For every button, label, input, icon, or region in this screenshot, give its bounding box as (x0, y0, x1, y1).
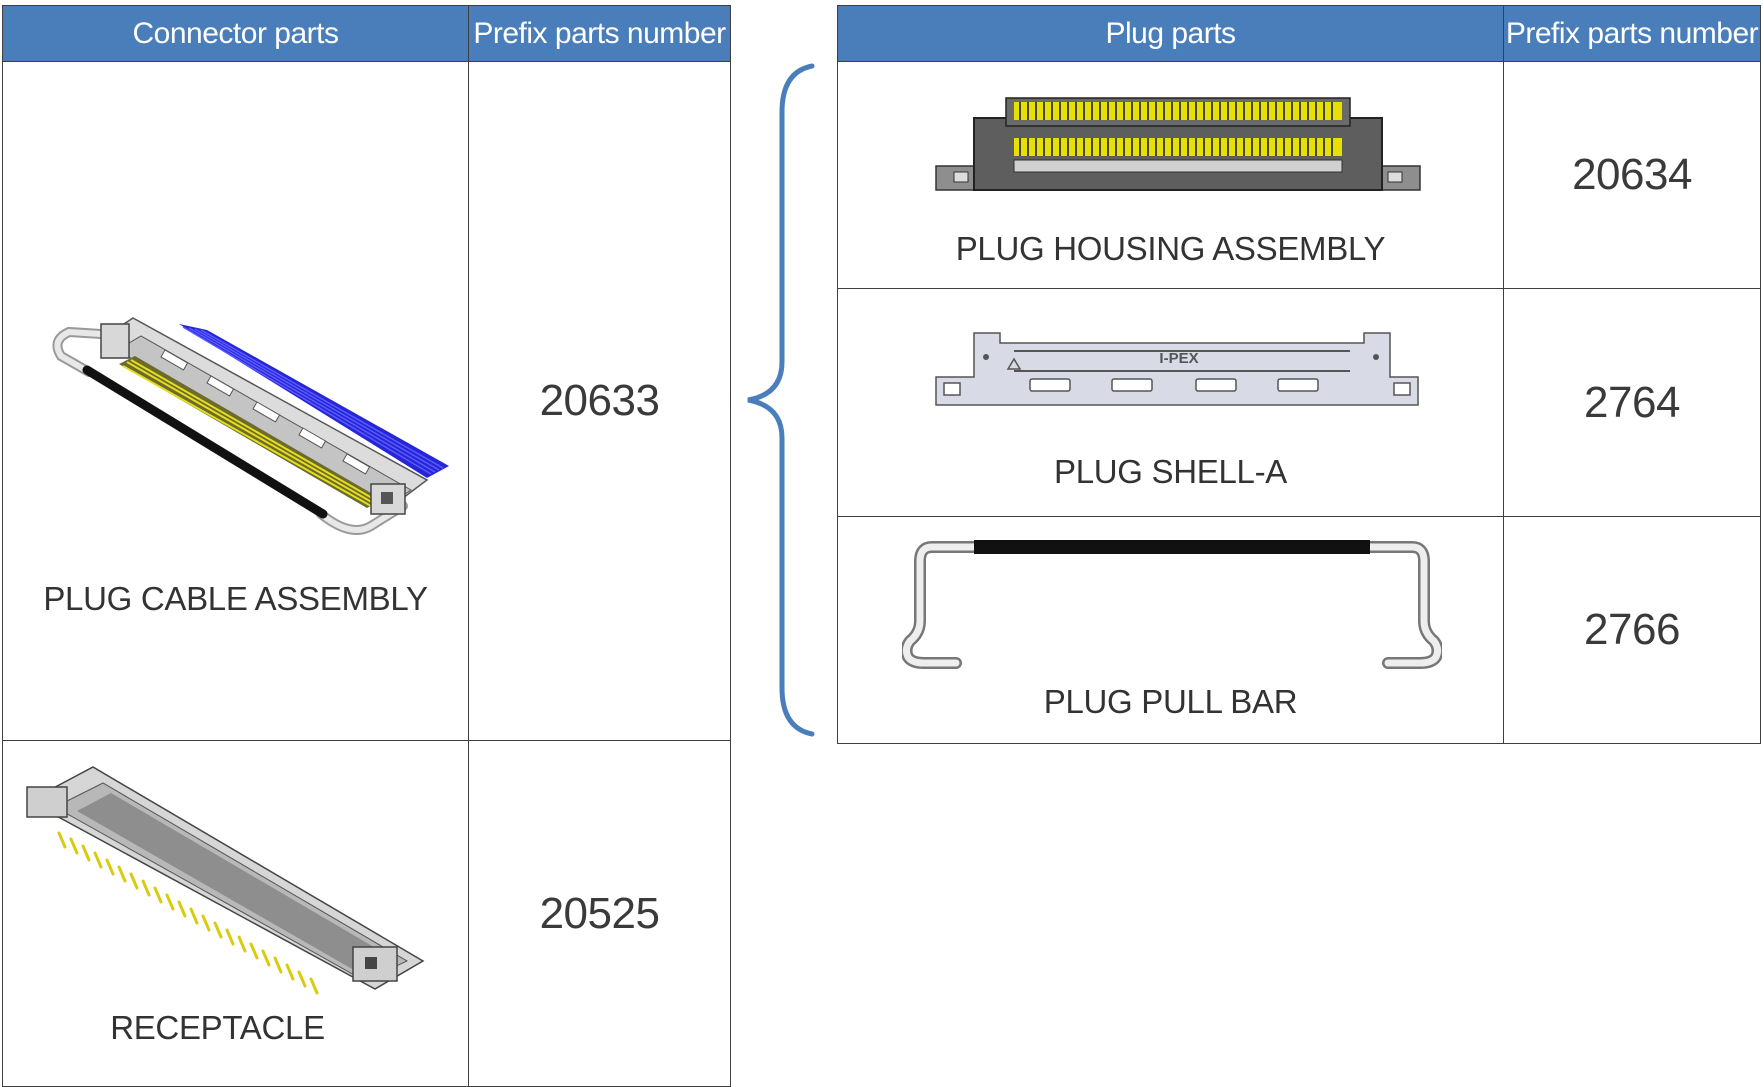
table-row: PLUG CABLE ASSEMBLY 20633 (2, 61, 731, 741)
part-cell: RECEPTACLE (2, 740, 469, 1087)
plug-parts-header: Plug parts (837, 5, 1504, 62)
plug-shell-a-illustration: I-PEX (935, 332, 1419, 406)
prefix-number: 20525 (539, 888, 660, 938)
part-name: PLUG HOUSING ASSEMBLY (955, 230, 1386, 267)
prefix-parts-number-header: Prefix parts number (1503, 5, 1761, 62)
part-cell: PLUG HOUSING ASSEMBLY (837, 61, 1504, 289)
prefix-cell: 20525 (468, 740, 731, 1087)
table-row: PLUG PULL BAR 2766 (837, 516, 1761, 744)
table-row: RECEPTACLE 20525 (2, 740, 731, 1087)
prefix-number: 2764 (1584, 377, 1680, 427)
shell-logo-text: I-PEX (1159, 350, 1198, 367)
prefix-parts-number-header: Prefix parts number (468, 5, 731, 62)
prefix-number: 2766 (1584, 605, 1680, 654)
part-name: PLUG SHELL-A (1054, 453, 1287, 490)
plug-parts-table: Plug parts Prefix parts number (837, 5, 1761, 744)
connector-table-header-row: Connector parts Prefix parts number (2, 5, 731, 62)
part-cell: I-PEX PLUG SHELL-A (837, 288, 1504, 517)
prefix-cell: 20634 (1503, 61, 1761, 289)
grouping-brace (747, 63, 815, 737)
plug-table-header-row: Plug parts Prefix parts number (837, 5, 1761, 62)
prefix-number: 20633 (539, 376, 660, 425)
connector-parts-header: Connector parts (2, 5, 469, 62)
plug-cable-assembly-illustration (52, 317, 449, 535)
part-cell: PLUG CABLE ASSEMBLY (2, 61, 469, 741)
part-cell: PLUG PULL BAR (837, 516, 1504, 744)
prefix-cell: 2766 (1503, 516, 1761, 744)
table-row: I-PEX PLUG SHELL-A (837, 288, 1761, 517)
plug-housing-assembly-illustration (935, 97, 1421, 191)
part-name: PLUG PULL BAR (1043, 683, 1298, 720)
receptacle-illustration (26, 766, 425, 995)
prefix-cell: 20633 (468, 61, 731, 741)
plug-pull-bar-illustration (902, 540, 1442, 669)
part-name: RECEPTACLE (110, 1009, 325, 1046)
part-name: PLUG CABLE ASSEMBLY (43, 580, 428, 617)
table-row: PLUG HOUSING ASSEMBLY 20634 (837, 61, 1761, 289)
prefix-cell: 2764 (1503, 288, 1761, 517)
connector-parts-table: Connector parts Prefix parts number (2, 5, 731, 1087)
prefix-number: 20634 (1572, 150, 1692, 199)
